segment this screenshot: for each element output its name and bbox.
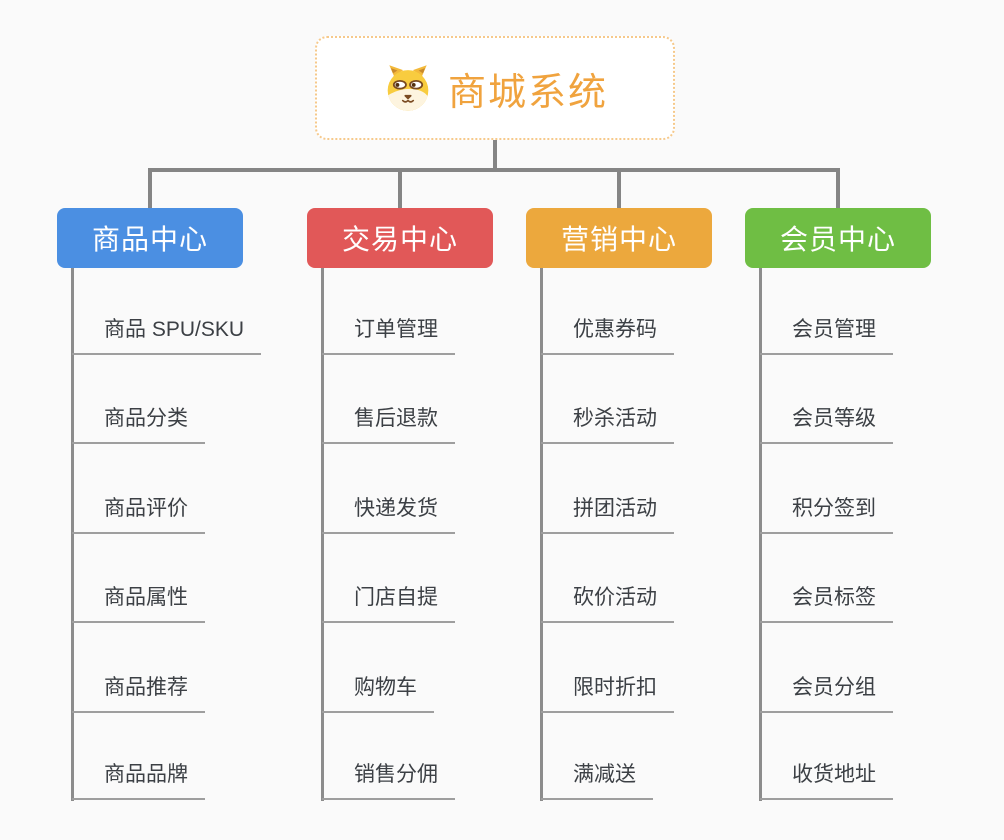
connector-root-stub bbox=[493, 140, 497, 170]
connector-drop-4 bbox=[836, 168, 840, 210]
leaf-node[interactable]: 秒杀活动 bbox=[541, 404, 674, 444]
connector-trunk-trade-center bbox=[321, 268, 324, 801]
connector-drop-1 bbox=[148, 168, 152, 210]
leaf-node[interactable]: 拼团活动 bbox=[541, 494, 674, 534]
leaf-node[interactable]: 门店自提 bbox=[322, 583, 455, 623]
leaf-node[interactable]: 会员等级 bbox=[760, 404, 893, 444]
branch-node-member-center[interactable]: 会员中心 bbox=[745, 208, 931, 268]
leaf-node[interactable]: 积分签到 bbox=[760, 494, 893, 534]
dog-face-icon bbox=[387, 65, 429, 111]
connector-drop-2 bbox=[398, 168, 402, 210]
connector-trunk-member-center bbox=[759, 268, 762, 801]
leaf-node[interactable]: 收货地址 bbox=[760, 760, 893, 800]
connector-trunk-product-center bbox=[71, 268, 74, 801]
leaf-node[interactable]: 商品 SPU/SKU bbox=[72, 315, 262, 355]
leaf-node[interactable]: 砍价活动 bbox=[541, 583, 674, 623]
leaf-node[interactable]: 商品品牌 bbox=[72, 760, 205, 800]
connector-bus bbox=[148, 168, 840, 172]
root-node[interactable]: 商城系统 bbox=[315, 36, 675, 140]
leaf-node[interactable]: 商品分类 bbox=[72, 404, 205, 444]
leaf-node[interactable]: 优惠券码 bbox=[541, 315, 674, 355]
connector-trunk-marketing-center bbox=[540, 268, 543, 801]
leaf-node[interactable]: 满减送 bbox=[541, 760, 653, 800]
leaf-node[interactable]: 商品推荐 bbox=[72, 673, 205, 713]
leaf-node[interactable]: 售后退款 bbox=[322, 404, 455, 444]
leaf-node[interactable]: 限时折扣 bbox=[541, 673, 674, 713]
leaf-node[interactable]: 购物车 bbox=[322, 673, 434, 713]
leaf-node[interactable]: 销售分佣 bbox=[322, 760, 455, 800]
branch-node-trade-center[interactable]: 交易中心 bbox=[307, 208, 493, 268]
connector-drop-3 bbox=[617, 168, 621, 210]
leaf-node[interactable]: 会员标签 bbox=[760, 583, 893, 623]
branch-node-marketing-center[interactable]: 营销中心 bbox=[526, 208, 712, 268]
leaf-node[interactable]: 会员分组 bbox=[760, 673, 893, 713]
leaf-node[interactable]: 商品评价 bbox=[72, 494, 205, 534]
leaf-node[interactable]: 商品属性 bbox=[72, 583, 205, 623]
leaf-node[interactable]: 订单管理 bbox=[322, 315, 455, 355]
leaf-node[interactable]: 快递发货 bbox=[322, 494, 455, 534]
leaf-node[interactable]: 会员管理 bbox=[760, 315, 893, 355]
root-title: 商城系统 bbox=[447, 71, 608, 114]
branch-node-product-center[interactable]: 商品中心 bbox=[57, 208, 243, 268]
